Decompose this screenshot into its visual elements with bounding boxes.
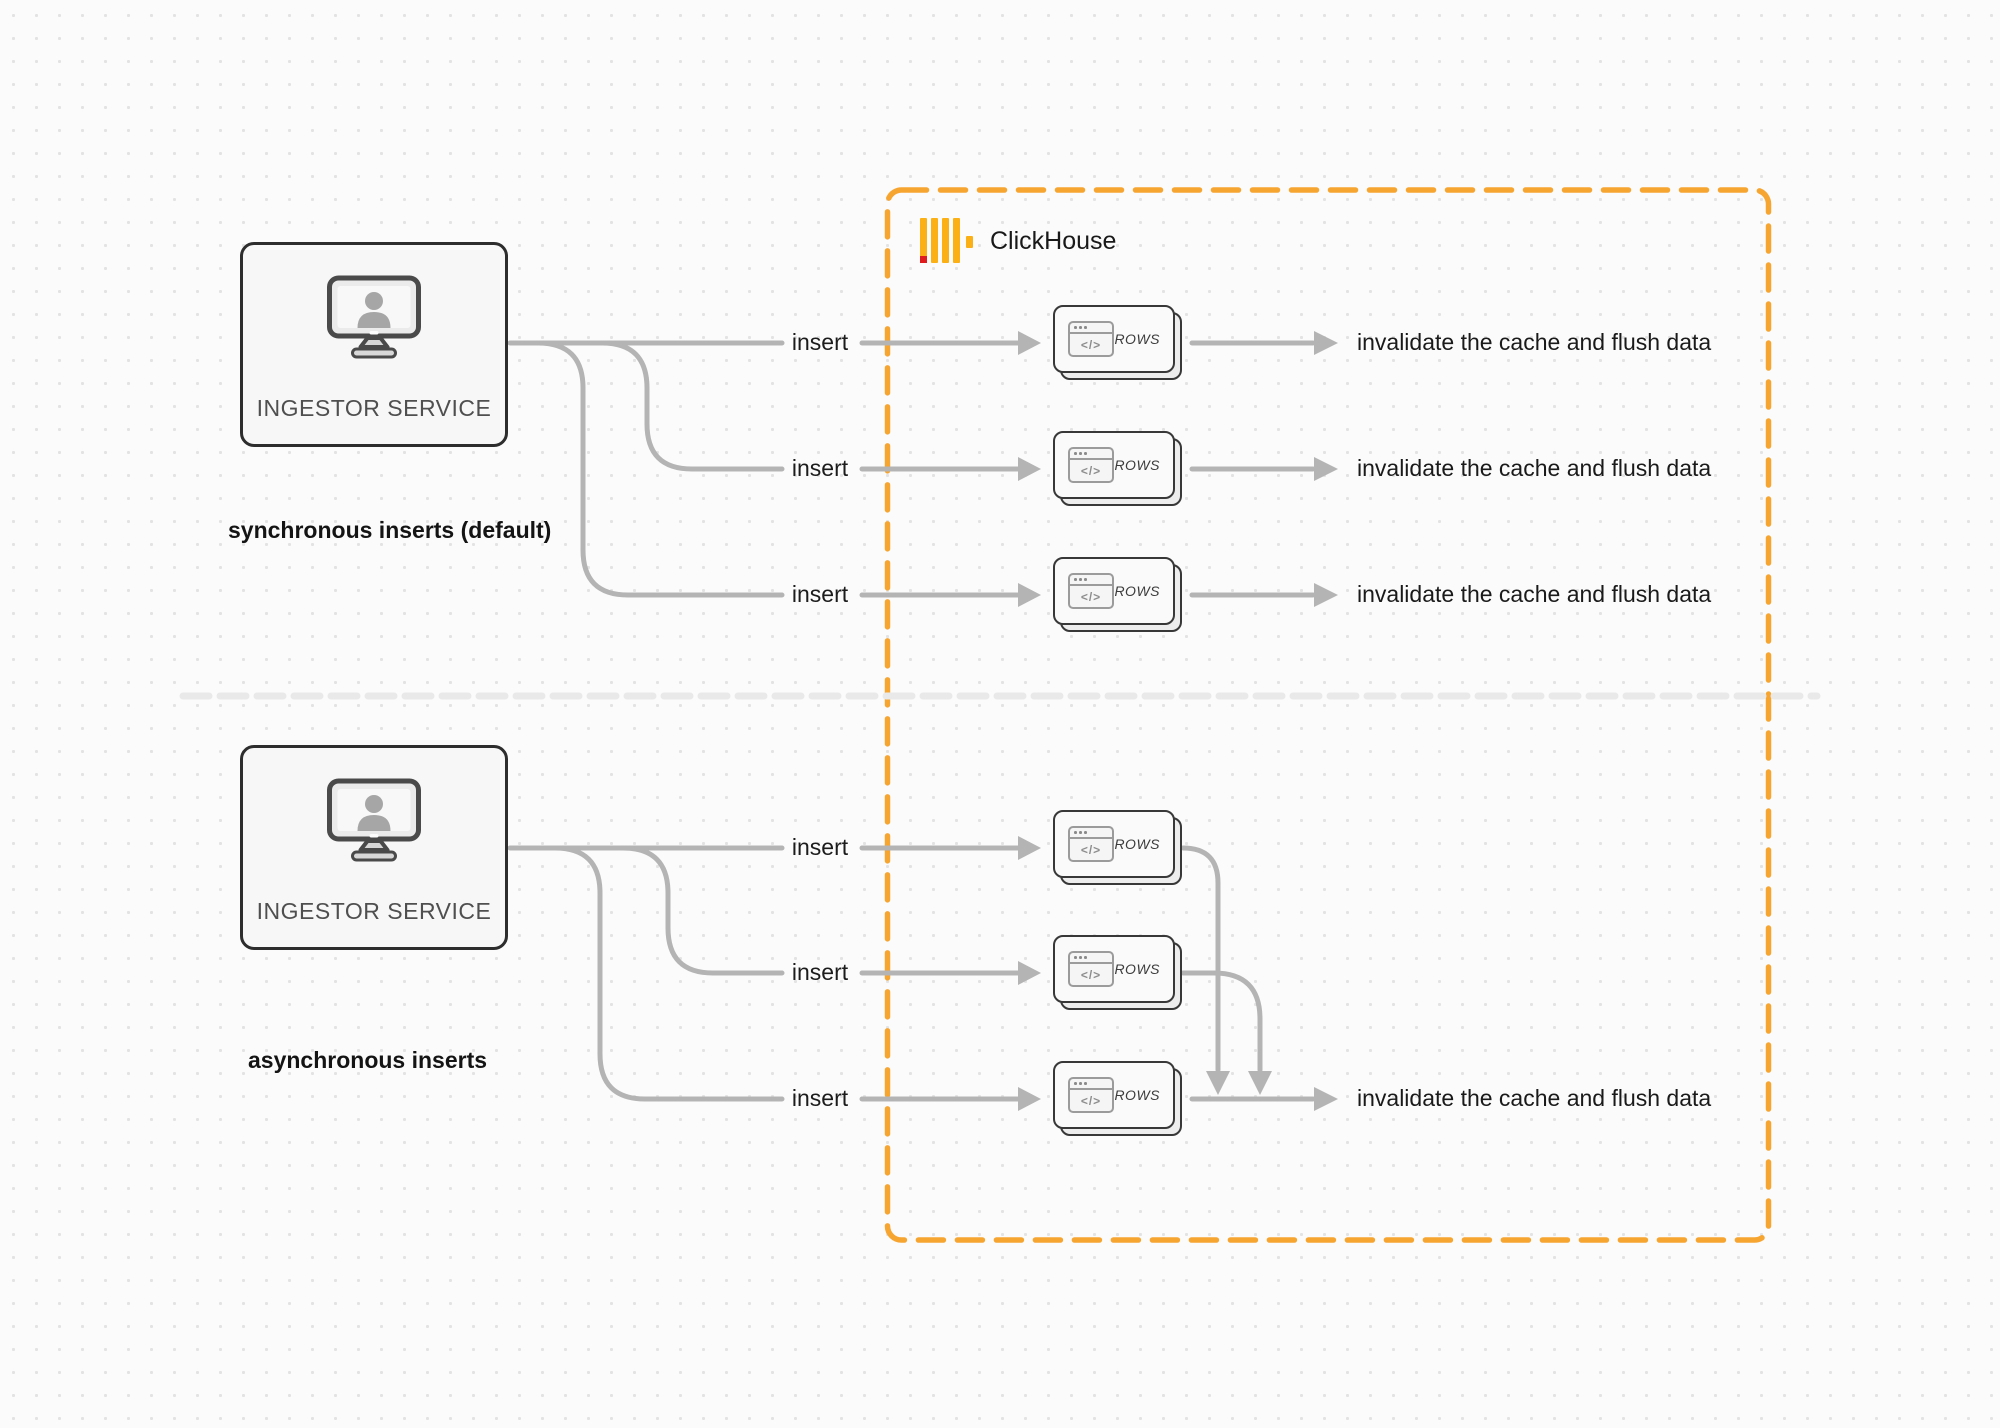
arrow-right-icon bbox=[1018, 1087, 1041, 1111]
insert-label: insert bbox=[791, 455, 849, 481]
async-connectors bbox=[507, 836, 1338, 1111]
code-window-icon: </> bbox=[1068, 573, 1114, 609]
arrow-right-icon bbox=[1018, 583, 1041, 607]
arrow-right-icon bbox=[1314, 1087, 1338, 1111]
code-window-icon: </> bbox=[1068, 951, 1114, 987]
rows-card-label: ROWS bbox=[1114, 583, 1160, 599]
async-ingestor-service-box: INGESTOR SERVICE bbox=[240, 745, 508, 950]
rows-card-label: ROWS bbox=[1114, 457, 1160, 473]
arrow-down-icon bbox=[1206, 1071, 1230, 1095]
clickhouse-logo-icon bbox=[920, 217, 975, 264]
result-label: invalidate the cache and flush data bbox=[1357, 1085, 1712, 1111]
service-label: INGESTOR SERVICE bbox=[256, 395, 492, 421]
insert-label: insert bbox=[791, 959, 849, 985]
insert-label: insert bbox=[791, 581, 849, 607]
rows-card-label: ROWS bbox=[1114, 331, 1160, 347]
code-window-icon: </> bbox=[1068, 321, 1114, 357]
arrow-right-icon bbox=[1314, 583, 1338, 607]
code-window-icon: </> bbox=[1068, 826, 1114, 862]
code-window-icon: </> bbox=[1068, 1077, 1114, 1113]
clickhouse-dashed-box bbox=[884, 187, 1772, 1243]
rows-card: </> ROWS bbox=[1053, 557, 1182, 632]
arrow-right-icon bbox=[1018, 457, 1041, 481]
arrow-right-icon bbox=[1018, 836, 1041, 860]
result-label: invalidate the cache and flush data bbox=[1357, 455, 1712, 481]
arrow-right-icon bbox=[1018, 961, 1041, 985]
arrow-right-icon bbox=[1314, 331, 1338, 355]
monitor-user-icon bbox=[327, 778, 421, 862]
sync-caption: synchronous inserts (default) bbox=[228, 517, 552, 543]
result-label: invalidate the cache and flush data bbox=[1357, 329, 1712, 355]
rows-card: </> ROWS bbox=[1053, 935, 1182, 1010]
insert-label: insert bbox=[791, 329, 849, 355]
arrow-right-icon bbox=[1018, 331, 1041, 355]
rows-card-label: ROWS bbox=[1114, 1087, 1160, 1103]
arrow-down-icon bbox=[1248, 1071, 1272, 1095]
insert-label: insert bbox=[791, 834, 849, 860]
rows-card-label: ROWS bbox=[1114, 961, 1160, 977]
service-label: INGESTOR SERVICE bbox=[256, 898, 492, 924]
rows-card: </> ROWS bbox=[1053, 431, 1182, 506]
insert-label: insert bbox=[791, 1085, 849, 1111]
rows-card-label: ROWS bbox=[1114, 836, 1160, 852]
clickhouse-title: ClickHouse bbox=[990, 227, 1117, 255]
arrow-right-icon bbox=[1314, 457, 1338, 481]
rows-card: </> ROWS bbox=[1053, 810, 1182, 885]
result-label: invalidate the cache and flush data bbox=[1357, 581, 1712, 607]
sync-ingestor-service-box: INGESTOR SERVICE bbox=[240, 242, 508, 447]
rows-card: </> ROWS bbox=[1053, 1061, 1182, 1136]
sync-connectors bbox=[507, 331, 1338, 607]
monitor-user-icon bbox=[327, 275, 421, 359]
rows-card: </> ROWS bbox=[1053, 305, 1182, 380]
async-caption: asynchronous inserts bbox=[248, 1047, 488, 1073]
code-window-icon: </> bbox=[1068, 447, 1114, 483]
